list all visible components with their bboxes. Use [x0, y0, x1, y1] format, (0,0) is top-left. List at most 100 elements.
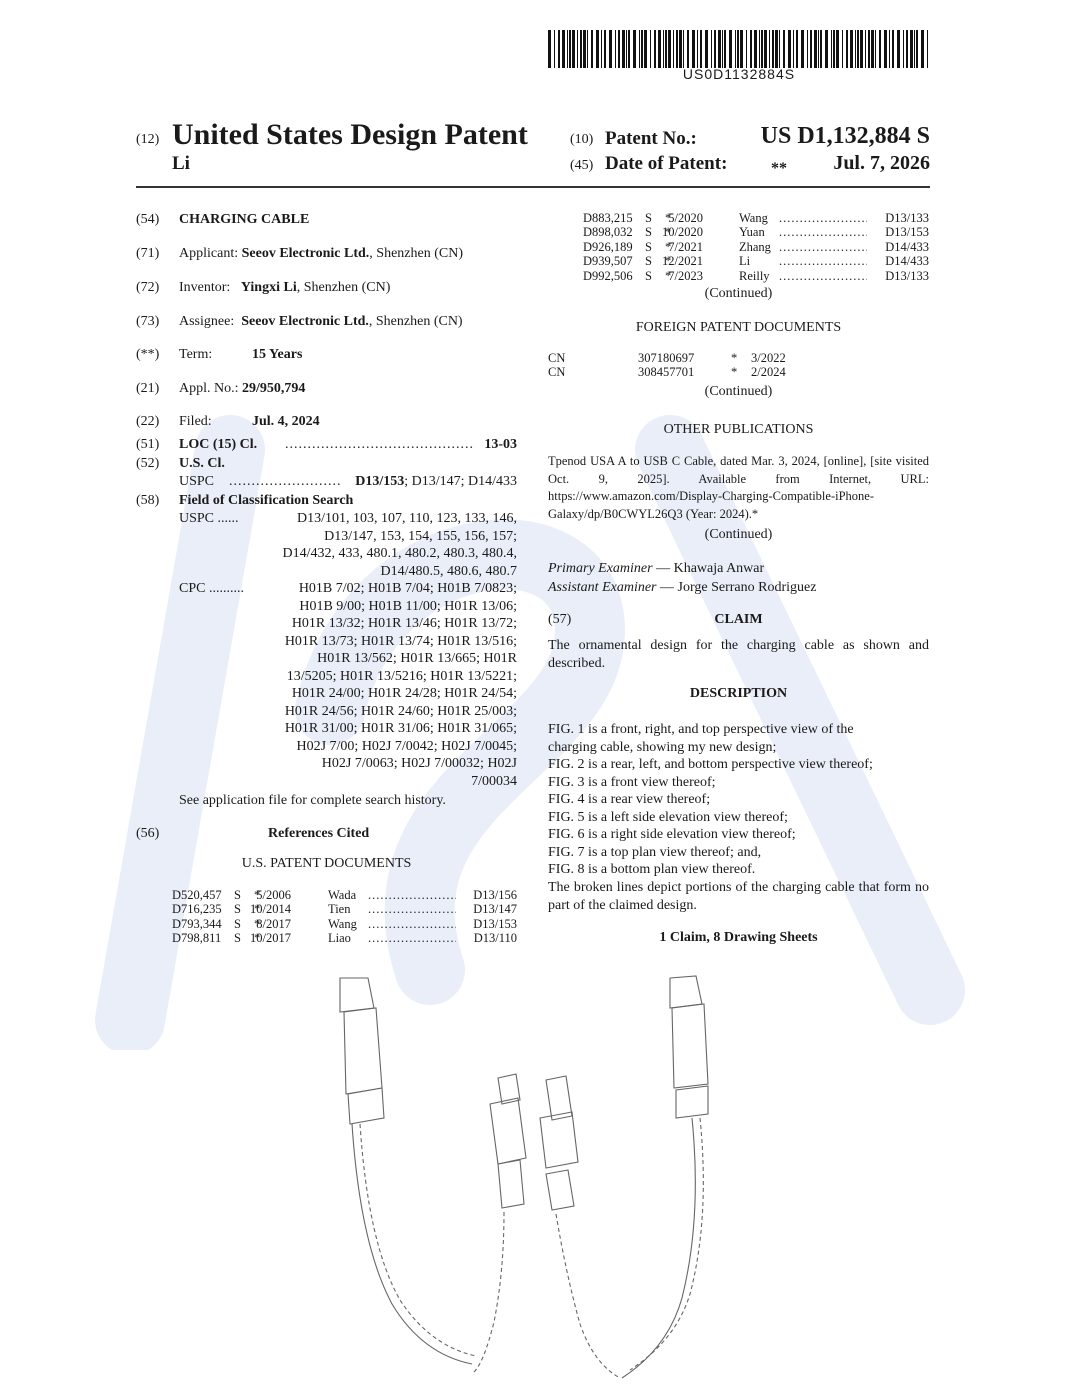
barcode-graphic: [548, 30, 928, 68]
barcode-bar: [548, 30, 551, 68]
barcode-bar: [842, 30, 843, 68]
fig4-desc: FIG. 4 is a rear view thereof;: [548, 792, 711, 807]
description-heading: DESCRIPTION: [689, 686, 788, 701]
f58-uspc-label: USPC ......: [179, 511, 239, 526]
cell-star: *: [665, 211, 672, 225]
date-of-patent-label: Date of Patent:: [605, 153, 728, 174]
cell-date: 3/2022: [751, 351, 786, 365]
barcode-bar: [825, 30, 828, 68]
cell-kind: S: [645, 268, 652, 283]
cell-no: D793,344: [172, 916, 222, 931]
barcode-bar: [673, 30, 674, 68]
cell-cls: D14/433: [885, 239, 929, 254]
barcode-bar: [587, 30, 588, 68]
term-marker: **: [771, 160, 787, 177]
cell-dots: ...............................: [779, 254, 867, 269]
barcode-bar: [916, 30, 918, 68]
barcode-bar: [567, 30, 568, 68]
cell-name: Liao: [328, 931, 351, 946]
barcode-bar: [663, 30, 664, 68]
fig3-desc: FIG. 3 is a front view thereof;: [548, 775, 716, 790]
cell-date: 7/2023: [668, 268, 703, 283]
barcode-bar: [820, 30, 822, 68]
barcode-bar: [860, 30, 863, 68]
barcode-bar: [676, 30, 678, 68]
cell-date: 2/2024: [751, 365, 786, 380]
cell-no: D883,215: [583, 211, 633, 225]
barcode-bar: [722, 30, 723, 68]
barcode-bar: [884, 30, 887, 68]
cell-no: D898,032: [583, 225, 633, 240]
barcode-bar: [910, 30, 913, 68]
cell-star: *: [254, 931, 261, 946]
cell-no: 307180697: [638, 351, 695, 365]
barcode-bar: [754, 30, 757, 68]
barcode-bar: [855, 30, 856, 68]
barcode-bar: [927, 30, 928, 68]
cell-no: D926,189: [583, 239, 633, 254]
inventor-surname: Li: [172, 153, 190, 174]
barcode-bar: [892, 30, 894, 68]
barcode-bar: [814, 30, 817, 68]
cell-name: Li: [739, 254, 751, 269]
barcode-bar: [705, 30, 708, 68]
f58-cpc-label: CPC ..........: [179, 581, 244, 596]
broken-lines-note: The broken lines depict portions of the …: [548, 880, 929, 913]
barcode-bar: [569, 30, 571, 68]
document-title: United States Design Patent: [172, 118, 528, 151]
code-10: (10): [570, 132, 594, 147]
fig6-desc: FIG. 6 is a right side elevation view th…: [548, 827, 796, 842]
cell-star: *: [731, 365, 738, 380]
cell-star: *: [665, 225, 672, 240]
barcode-bar: [833, 30, 835, 68]
barcode-bar: [679, 30, 682, 68]
code-45: (45): [570, 158, 594, 173]
barcode-bar: [604, 30, 606, 68]
barcode-bar: [846, 30, 848, 68]
barcode-bar: [558, 30, 560, 68]
barcode-bar: [746, 30, 747, 68]
barcode-bar: [609, 30, 612, 68]
barcode-bar: [622, 30, 625, 68]
other-publication-citation: Tpenod USA A to USB C Cable, dated Mar. …: [548, 454, 929, 521]
barcode-bar: [788, 30, 791, 68]
cell-star: *: [254, 916, 261, 931]
fig1-desc: FIG. 1 is a front, right, and top perspe…: [548, 722, 854, 737]
barcode-bar: [562, 30, 565, 68]
barcode-bar: [740, 30, 743, 68]
barcode-bar: [779, 30, 780, 68]
assistant-examiner: Assistant Examiner — Jorge Serrano Rodri…: [548, 580, 817, 595]
barcode-bar: [764, 30, 767, 68]
barcode-bar: [857, 30, 859, 68]
cell-date: 7/2021: [668, 239, 703, 254]
fig8-desc: FIG. 8 is a bottom plan view thereof.: [548, 862, 756, 877]
continued-other: (Continued): [704, 527, 773, 542]
cell-kind: S: [234, 902, 241, 917]
barcode-bar: [769, 30, 770, 68]
barcode-bar: [591, 30, 593, 68]
cell-name: Yuan: [739, 225, 765, 240]
barcode-bar: [750, 30, 752, 68]
cell-dots: ...........................: [779, 211, 867, 225]
barcode-bar: [572, 30, 575, 68]
barcode-bar: [687, 30, 689, 68]
f58-cpc-classes: H01B 7/02; H01B 7/04; H01B 7/0823; H01B …: [284, 581, 517, 789]
cell-date: 5/2020: [668, 211, 703, 225]
barcode-bar: [875, 30, 876, 68]
cell-name: Wada: [328, 888, 357, 902]
barcode-bar: [639, 30, 640, 68]
barcode-bar: [729, 30, 732, 68]
drawing-sheets-count: 1 Claim, 8 Drawing Sheets: [659, 930, 818, 945]
barcode-bar: [714, 30, 716, 68]
barcode-bar: [772, 30, 774, 68]
cell-star: *: [665, 254, 672, 269]
barcode-bar: [596, 30, 599, 68]
cell-dots: ............................: [368, 888, 456, 902]
us-docs-heading: U.S. PATENT DOCUMENTS: [241, 856, 412, 871]
barcode-bar: [658, 30, 661, 68]
